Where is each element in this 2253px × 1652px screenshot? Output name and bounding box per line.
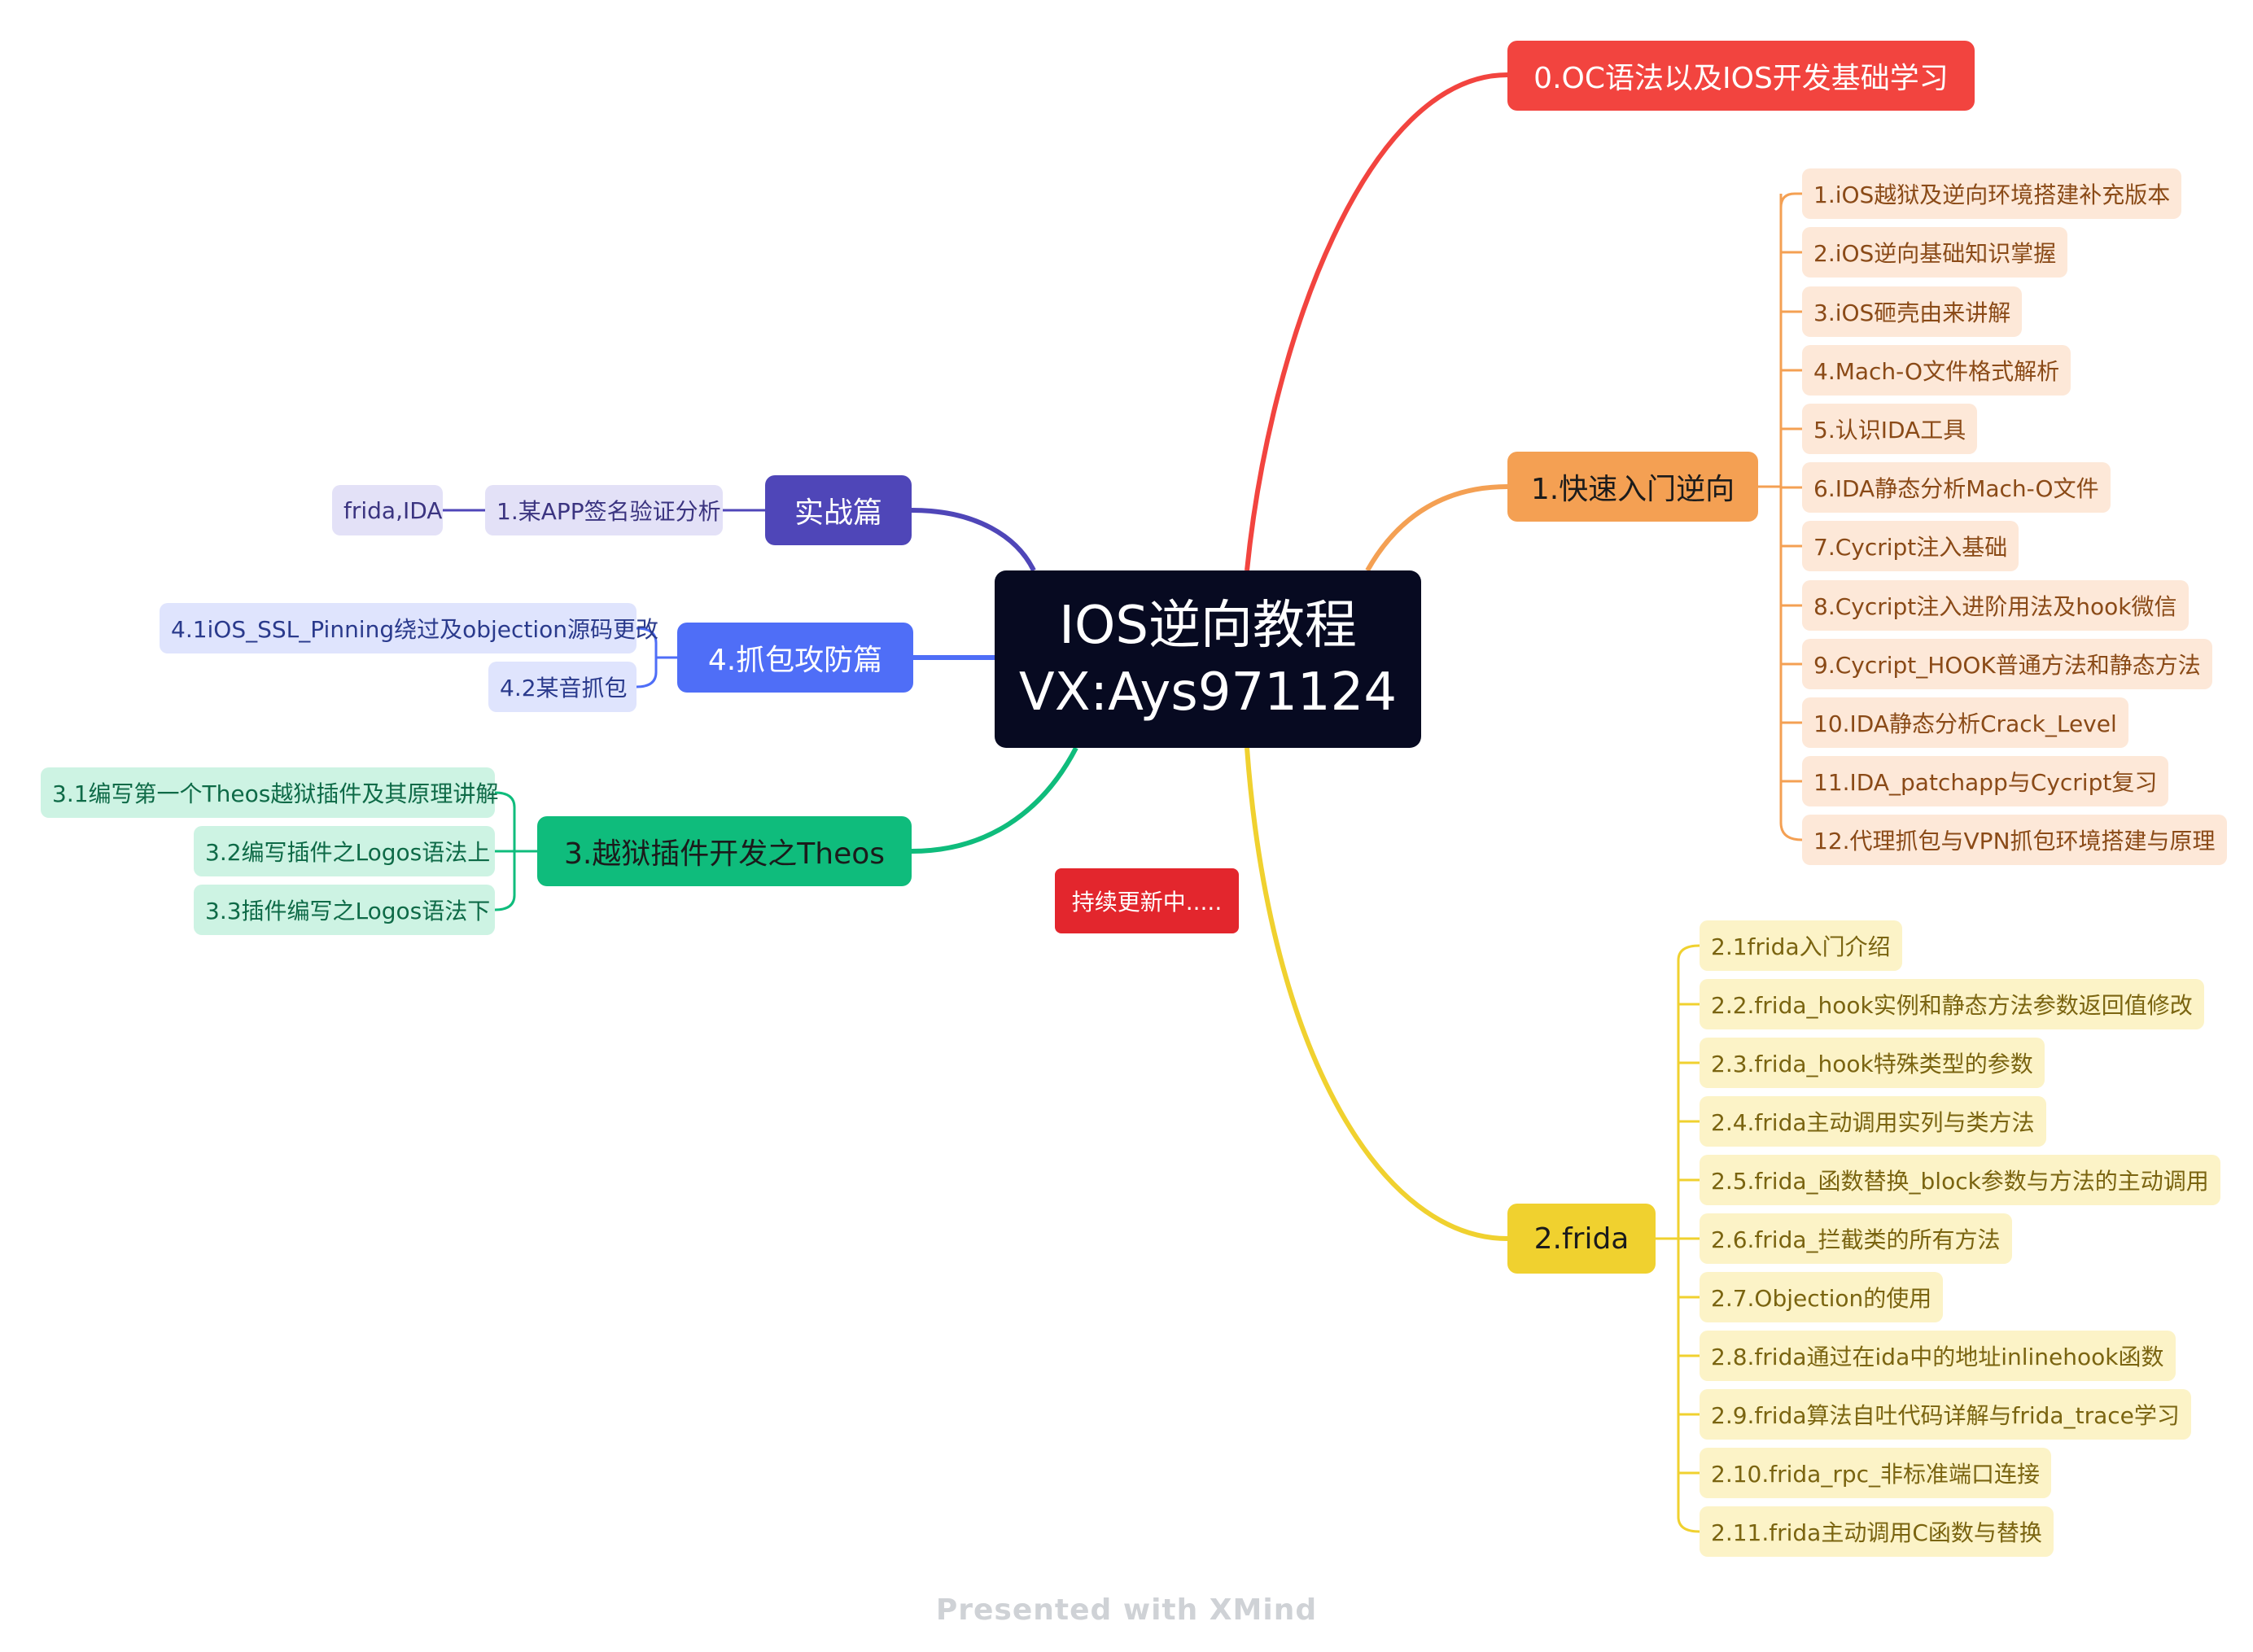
branch-1-item[interactable]: 6.IDA静态分析Mach-O文件: [1802, 462, 2111, 513]
branch-2-item[interactable]: 2.1frida入门介绍: [1700, 920, 1902, 971]
connector-practice: [911, 508, 1036, 572]
branch-2-item[interactable]: 2.11.frida主动调用C函数与替换: [1700, 1506, 2054, 1557]
branch-0-topic[interactable]: 0.OC语法以及IOS开发基础学习: [1507, 41, 1975, 111]
footer-watermark: Presented with XMind: [935, 1593, 1318, 1627]
branch-4-item[interactable]: 4.2某音抓包: [488, 662, 637, 712]
central-topic[interactable]: IOS逆向教程 VX:Ays971124: [995, 570, 1421, 748]
branch-1-item[interactable]: 2.iOS逆向基础知识掌握: [1802, 227, 2068, 278]
branch-2-item[interactable]: 2.2.frida_hook实例和静态方法参数返回值修改: [1700, 979, 2204, 1029]
branch-2-item[interactable]: 2.6.frida_拦截类的所有方法: [1700, 1213, 2012, 1264]
connector-branch1: [1365, 484, 1508, 572]
practice-item[interactable]: 1.某APP签名验证分析: [485, 485, 723, 535]
branch-2-label: 2.frida: [1533, 1222, 1630, 1256]
branch-1-item[interactable]: 5.认识IDA工具: [1802, 404, 1978, 454]
practice-label: 实战篇: [794, 496, 882, 530]
connector-branch3: [911, 746, 1078, 854]
branch-1-label: 1.快速入门逆向: [1530, 473, 1735, 506]
central-contact: VX:Ays971124: [1018, 662, 1398, 723]
branch-3-topic[interactable]: 3.越狱插件开发之Theos: [537, 816, 912, 886]
update-badge[interactable]: 持续更新中.....: [1055, 868, 1239, 933]
update-label: 持续更新中.....: [1071, 889, 1223, 916]
branch-4-label: 4.抓包攻防篇: [707, 644, 883, 677]
branch-2-topic[interactable]: 2.frida: [1507, 1204, 1656, 1274]
branch-2-item[interactable]: 2.3.frida_hook特殊类型的参数: [1700, 1038, 2045, 1088]
branch-1-item[interactable]: 1.iOS越狱及逆向环境搭建补充版本: [1802, 168, 2182, 219]
bracket-branch2: [1656, 944, 1700, 1533]
branch-1-item[interactable]: 3.iOS砸壳由来讲解: [1802, 286, 2023, 337]
branch-4-topic[interactable]: 4.抓包攻防篇: [677, 623, 913, 693]
branch-4-item[interactable]: 4.1iOS_SSL_Pinning绕过及objection源码更改: [160, 603, 658, 653]
branch-2-item[interactable]: 2.8.frida通过在ida中的地址inlinehook函数: [1700, 1331, 2176, 1381]
connector-branch0: [1245, 72, 1508, 571]
central-title: IOS逆向教程: [1059, 596, 1357, 656]
branch-1-item[interactable]: 8.Cycript注入进阶用法及hook微信: [1802, 580, 2189, 631]
branch-2-item[interactable]: 2.10.frida_rpc_非标准端口连接: [1700, 1448, 2052, 1498]
bracket-branch3: [494, 791, 537, 911]
bracket-branch1: [1758, 192, 1803, 841]
branch-2-item[interactable]: 2.4.frida主动调用实列与类方法: [1700, 1096, 2046, 1147]
branch-1-item[interactable]: 11.IDA_patchapp与Cycript复习: [1802, 756, 2169, 806]
bracket-branch4: [636, 627, 677, 688]
branch-3-item[interactable]: 3.2编写插件之Logos语法上: [194, 826, 495, 876]
connector-branch2: [1245, 747, 1508, 1241]
branch-3-item[interactable]: 3.3插件编写之Logos语法下: [194, 885, 495, 935]
branch-2-item[interactable]: 2.7.Objection的使用: [1700, 1272, 1944, 1322]
branch-1-item[interactable]: 12.代理抓包与VPN抓包环境搭建与原理: [1802, 815, 2227, 865]
branch-1-item[interactable]: 10.IDA静态分析Crack_Level: [1802, 697, 2128, 748]
branch-3-label: 3.越狱插件开发之Theos: [563, 837, 886, 871]
branch-1-item[interactable]: 7.Cycript注入基础: [1802, 521, 2019, 571]
branch-1-item[interactable]: 4.Mach-O文件格式解析: [1802, 345, 2071, 396]
branch-3-item[interactable]: 3.1编写第一个Theos越狱插件及其原理讲解: [41, 767, 498, 818]
branch-2-item[interactable]: 2.9.frida算法自吐代码详解与frida_trace学习: [1700, 1389, 2191, 1440]
branch-1-topic[interactable]: 1.快速入门逆向: [1507, 452, 1758, 522]
branch-2-item[interactable]: 2.5.frida_函数替换_block参数与方法的主动调用: [1700, 1155, 2220, 1205]
branch-0-label: 0.OC语法以及IOS开发基础学习: [1533, 62, 1949, 95]
practice-tools[interactable]: frida,IDA: [332, 485, 443, 535]
practice-topic[interactable]: 实战篇: [765, 475, 912, 545]
branch-1-item[interactable]: 9.Cycript_HOOK普通方法和静态方法: [1802, 639, 2212, 689]
